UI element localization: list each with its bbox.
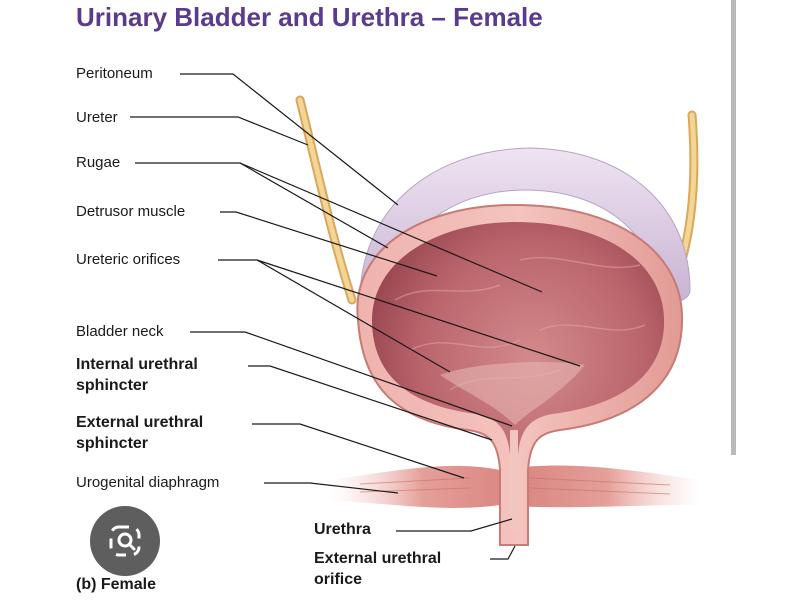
label-external-sphincter-line2: sphincter — [76, 435, 149, 452]
diagram-title: Urinary Bladder and Urethra – Female — [76, 2, 543, 32]
label-external-orifice-line2: orifice — [314, 571, 363, 588]
label-peritoneum: Peritoneum — [76, 65, 153, 82]
label-external-sphincter-line1: External urethral — [76, 414, 204, 431]
image-search-icon — [109, 525, 141, 557]
label-urogenital-diaphragm: Urogenital diaphragm — [76, 474, 220, 491]
label-rugae: Rugae — [76, 154, 121, 171]
label-urethra: Urethra — [314, 521, 371, 538]
leader-ureteric-2 — [256, 259, 581, 367]
label-external-orifice-line1: External urethral — [314, 550, 442, 567]
leader-bladder-neck — [190, 331, 513, 427]
leader-rugae-2 — [239, 162, 543, 293]
leader-internal-sphincter — [248, 365, 493, 441]
leader-ureter — [130, 116, 309, 146]
leader-urethra — [396, 518, 513, 532]
leader-detrusor — [220, 211, 438, 277]
leader-peritoneum — [180, 73, 399, 206]
image-search-button[interactable] — [90, 506, 160, 576]
right-divider — [731, 0, 736, 455]
label-ureter: Ureter — [76, 109, 118, 126]
leader-external-orifice — [490, 545, 516, 560]
label-detrusor-muscle: Detrusor muscle — [76, 203, 186, 220]
figure-caption: (b) Female — [76, 576, 157, 593]
label-internal-sphincter-line2: sphincter — [76, 377, 149, 394]
label-ureteric-orifices: Ureteric orifices — [76, 251, 181, 268]
leader-external-sphincter — [252, 423, 465, 479]
label-internal-sphincter-line1: Internal urethral — [76, 356, 198, 373]
leader-urogenital — [264, 482, 399, 494]
peritoneum-layer — [359, 147, 691, 303]
label-bladder-neck: Bladder neck — [76, 323, 164, 340]
